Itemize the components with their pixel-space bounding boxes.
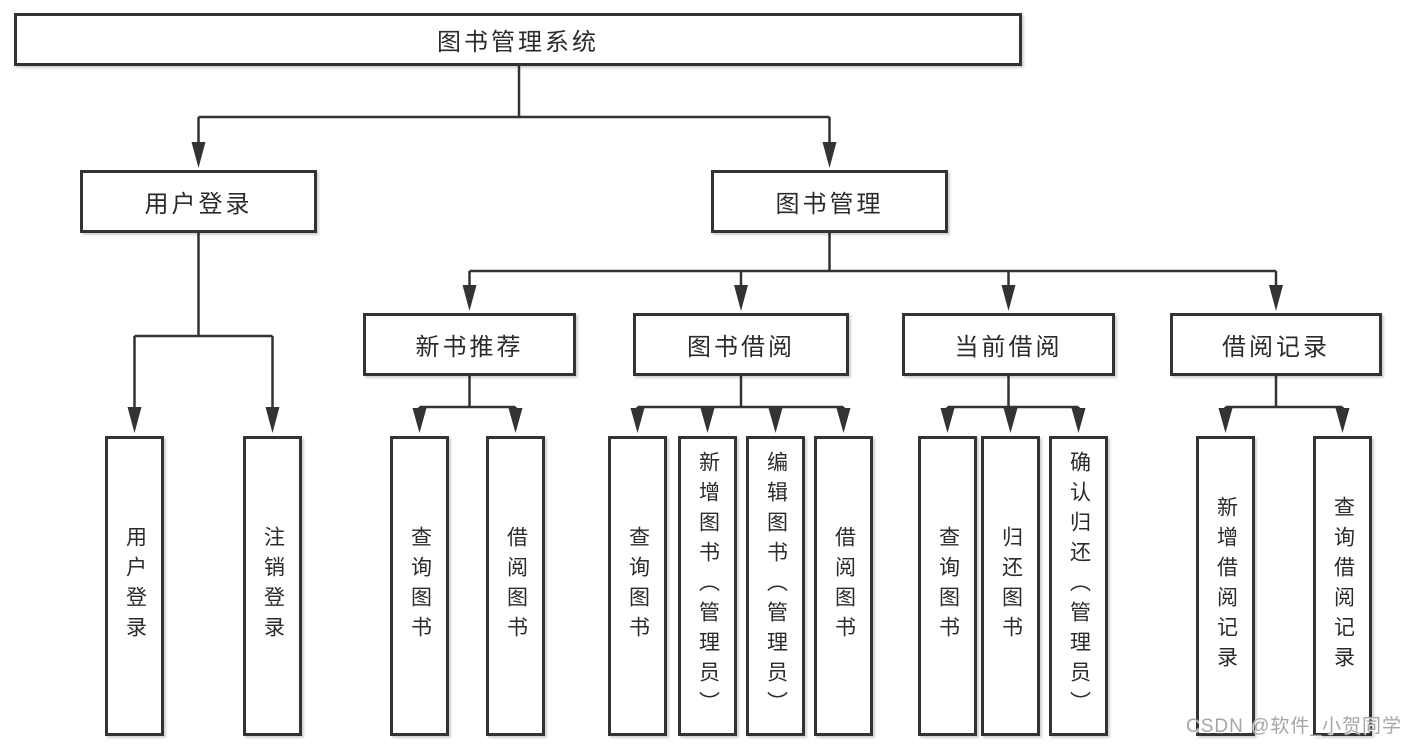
- leaf-query-books-borrow: 查询图书: [608, 436, 667, 736]
- node-book-management: 图书管理: [711, 170, 948, 233]
- node-user-login: 用户登录: [80, 170, 317, 233]
- leaf-edit-book-admin: 编辑图书（管理员）: [746, 436, 805, 736]
- node-current-borrow: 当前借阅: [902, 313, 1115, 376]
- leaf-user-login: 用户登录: [105, 436, 164, 736]
- leaf-query-borrow-record: 查询借阅记录: [1313, 436, 1372, 736]
- leaf-borrow-books: 借阅图书: [814, 436, 873, 736]
- leaf-query-books-current: 查询图书: [918, 436, 977, 736]
- node-borrow-records: 借阅记录: [1170, 313, 1382, 376]
- node-book-borrow: 图书借阅: [633, 313, 849, 376]
- node-new-book-recommend: 新书推荐: [363, 313, 576, 376]
- leaf-return-book: 归还图书: [981, 436, 1040, 736]
- leaf-borrow-books-recommend: 借阅图书: [486, 436, 545, 736]
- leaf-query-books-recommend: 查询图书: [390, 436, 449, 736]
- leaf-add-borrow-record: 新增借阅记录: [1196, 436, 1255, 736]
- leaf-confirm-return-admin: 确认归还（管理员）: [1049, 436, 1108, 736]
- csdn-watermark: CSDN @软件_小贺同学: [1186, 716, 1402, 737]
- leaf-add-book-admin: 新增图书（管理员）: [678, 436, 737, 736]
- node-root-system: 图书管理系统: [14, 13, 1022, 66]
- leaf-logout: 注销登录: [243, 436, 302, 736]
